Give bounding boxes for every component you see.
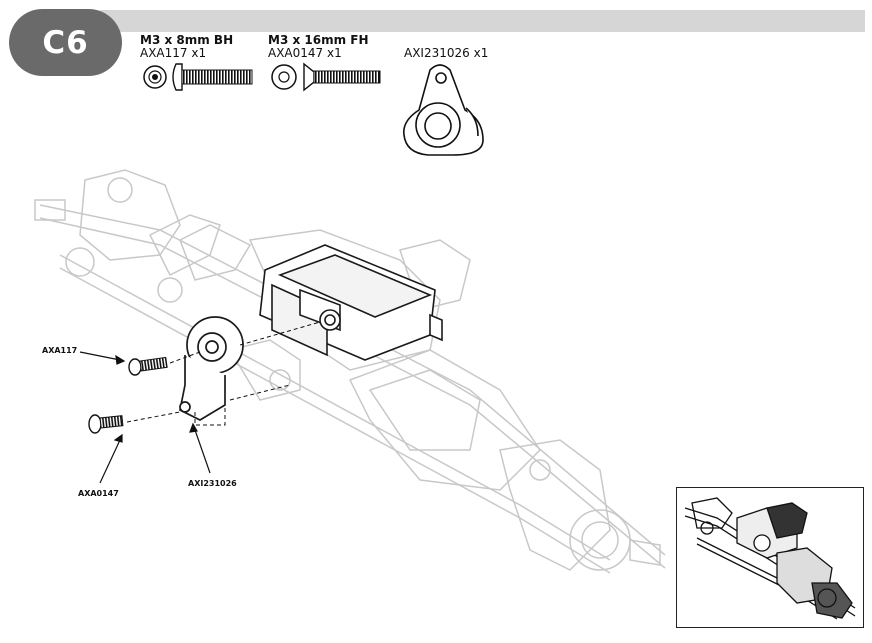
servo-horn-icon	[402, 64, 484, 156]
step-badge: C6	[9, 9, 122, 76]
callout-axi231026: AXI231026	[188, 479, 237, 488]
callout-axa0147: AXA0147	[78, 489, 119, 498]
button-head-screw-and-washer-icon	[143, 63, 253, 91]
callout-axa117: AXA117	[42, 346, 78, 355]
part-title-bh-screw: M3 x 8mm BH	[140, 33, 234, 47]
part-code-fh-screw: AXA0147 x1	[268, 46, 342, 60]
part-code-bh-screw: AXA117 x1	[140, 46, 207, 60]
overview-illustration	[684, 497, 856, 620]
flat-head-screw-and-washer-icon	[271, 62, 381, 92]
header-bar	[100, 10, 865, 32]
part-code-servo-horn: AXI231026 x1	[404, 46, 489, 60]
servo-module	[259, 244, 443, 361]
bh-screw-exploded	[128, 356, 168, 376]
callout-leaders	[79, 351, 211, 484]
fh-screw-exploded	[88, 414, 124, 434]
step-label: C6	[42, 24, 89, 61]
part-title-fh-screw: M3 x 16mm FH	[268, 33, 369, 47]
overview-inset	[676, 487, 864, 628]
servo-horn-installed	[179, 316, 244, 421]
assembly-guide-lines	[126, 321, 321, 426]
